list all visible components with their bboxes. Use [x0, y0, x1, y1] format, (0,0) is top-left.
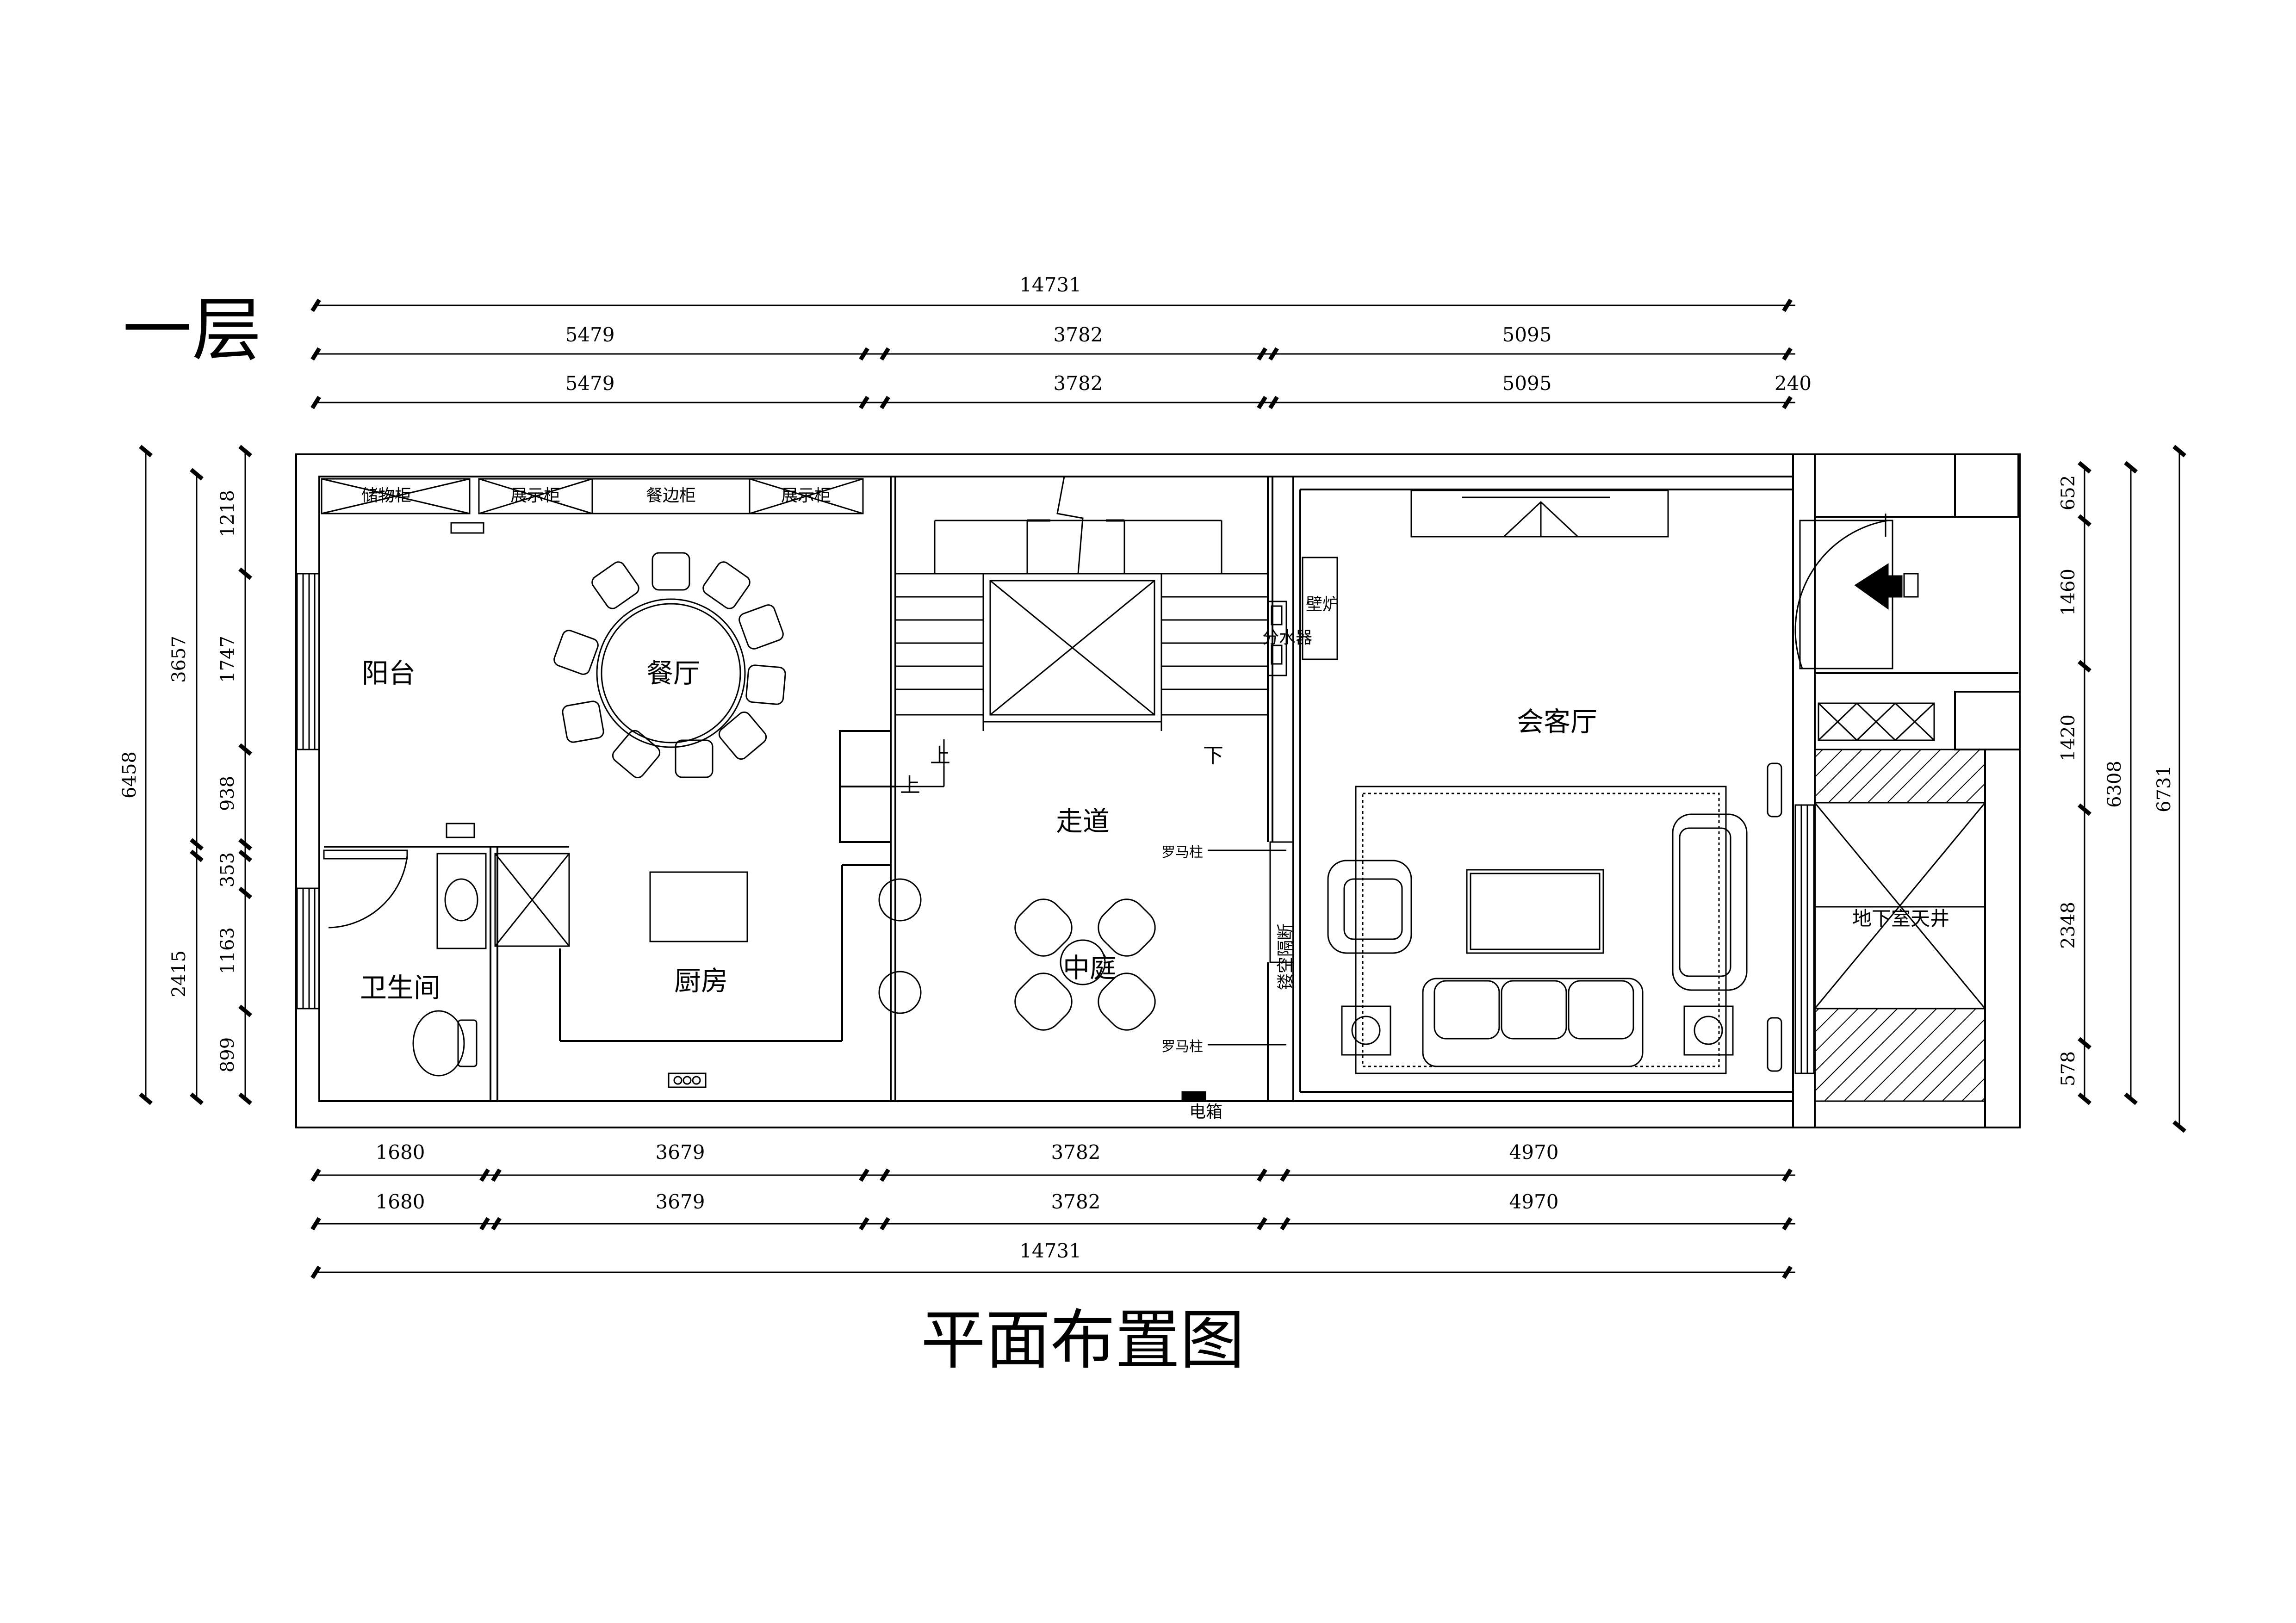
- stair-up-label-2: 上: [900, 774, 920, 797]
- outer-walls: [295, 453, 2021, 1128]
- dim-top-row2-b: 3782: [1054, 372, 1103, 395]
- dining-chairs: [553, 552, 786, 779]
- drawing-title: 平面布置图: [921, 1303, 1245, 1378]
- floor-label: 一层: [123, 290, 261, 371]
- dim-top-row2-a: 5479: [565, 372, 615, 395]
- dim-bottom-row2-a: 1680: [376, 1190, 425, 1213]
- dim-right-inner-a: 652: [2058, 475, 2079, 510]
- room-label-dining: 餐厅: [646, 657, 700, 689]
- room-label-kitchen: 厨房: [674, 965, 728, 997]
- dimension-ticks: [139, 298, 2186, 1279]
- dim-left-inner-b: 1747: [217, 636, 238, 683]
- dim-bottom-row2-c: 3782: [1051, 1190, 1101, 1213]
- dim-bottom-row1-b: 3679: [656, 1141, 705, 1164]
- dimension-lines: [145, 304, 2180, 1273]
- dim-bottom-total: 14731: [1019, 1239, 1081, 1262]
- partition-label: 镂空隔断: [1276, 923, 1295, 990]
- stair-up-label-1: 上: [930, 744, 950, 768]
- dim-left-inner-a: 1218: [217, 490, 238, 537]
- display-cabinet-label-2: 展示柜: [781, 486, 831, 505]
- hatched-wall-bottom: [1814, 1008, 1986, 1102]
- living-room-furniture: [1327, 489, 1782, 1074]
- storage-cabinet-label: 储物柜: [361, 486, 411, 505]
- dim-right-mid: 6308: [2104, 761, 2125, 808]
- manifold-label: 分水器: [1262, 628, 1312, 647]
- dim-right-inner-b: 1460: [2058, 569, 2079, 616]
- dim-top-total: 14731: [1019, 273, 1081, 296]
- dim-top-row2-d: 240: [1775, 372, 1812, 395]
- bathroom-fixtures: [323, 823, 570, 1077]
- hatched-wall-top: [1814, 749, 1986, 804]
- room-label-courtyard: 中庭: [1063, 952, 1117, 984]
- sideboard-label: 餐边柜: [646, 486, 696, 505]
- fireplace-label: 壁炉: [1306, 595, 1339, 614]
- dim-left-inner-d: 353: [217, 852, 238, 887]
- courtyard-fixtures: [878, 841, 1294, 1102]
- stair-down-label: 下: [1203, 744, 1223, 768]
- round-dining-table: [553, 552, 786, 779]
- dim-top-row1-b: 3782: [1054, 323, 1103, 346]
- interior-walls: [324, 453, 2021, 1127]
- column-label-bottom: 罗马柱: [1161, 1039, 1203, 1055]
- dim-bottom-row1-c: 3782: [1051, 1141, 1101, 1164]
- room-label-bathroom: 卫生间: [360, 972, 441, 1004]
- dim-top-row1-c: 5095: [1502, 323, 1552, 346]
- dim-top-row2-c: 5095: [1502, 372, 1552, 395]
- dim-top-row1-a: 5479: [565, 323, 615, 346]
- room-label-corridor: 走道: [1056, 805, 1110, 837]
- staircase: [895, 476, 1268, 787]
- dim-right-inner-d: 2348: [2058, 902, 2079, 949]
- dim-bottom-row1-a: 1680: [376, 1141, 425, 1164]
- dim-right-inner-c: 1420: [2058, 714, 2079, 762]
- dim-bottom-row2-d: 4970: [1509, 1190, 1559, 1213]
- dim-right-inner-e: 578: [2058, 1051, 2079, 1086]
- dim-left-inner-c: 938: [217, 776, 238, 811]
- dim-left-mid-a: 3657: [168, 636, 190, 683]
- dim-left-outer: 6458: [119, 751, 140, 799]
- room-label-balcony: 阳台: [362, 657, 416, 689]
- room-label-living: 会客厅: [1517, 706, 1597, 737]
- column-label-top: 罗马柱: [1161, 844, 1203, 861]
- room-label-skylight: 地下室天井: [1852, 907, 1949, 930]
- windows: [296, 573, 1815, 1074]
- dim-left-inner-f: 899: [217, 1037, 238, 1072]
- dim-left-inner-e: 1163: [217, 927, 238, 974]
- top-cabinets: [321, 478, 864, 534]
- dim-bottom-row1-d: 4970: [1509, 1141, 1559, 1164]
- display-cabinet-label-1: 展示柜: [510, 486, 560, 505]
- fireplace-area: [1267, 557, 1338, 676]
- dim-bottom-row2-b: 3679: [656, 1190, 705, 1213]
- dim-left-mid-b: 2415: [168, 950, 190, 997]
- kitchen-fixtures: [649, 871, 748, 1088]
- electric-box-label: 电箱: [1189, 1103, 1222, 1121]
- dim-right-outer: 6731: [2153, 765, 2175, 812]
